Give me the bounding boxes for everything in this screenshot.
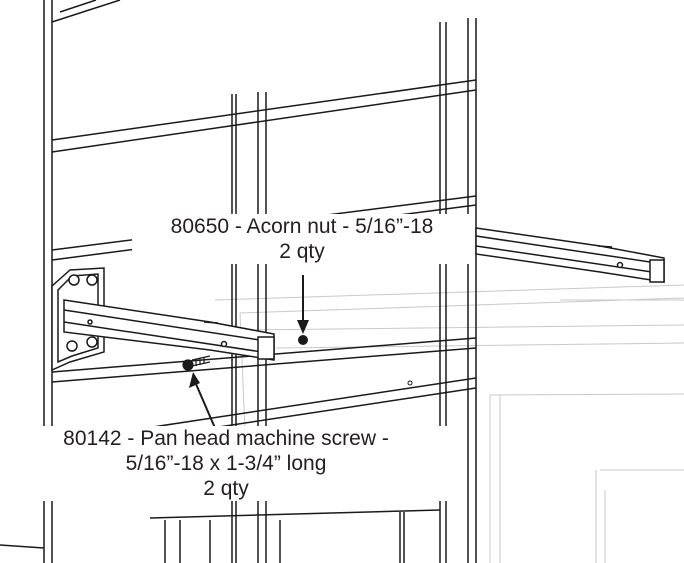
acorn-nut-leader-arrow [297, 275, 309, 334]
acorn-nut-callout: 80650 - Acorn nut - 5/16”-18 2 qty [132, 214, 472, 264]
acorn-nut-part-label: 80650 - Acorn nut - 5/16”-18 [170, 215, 434, 238]
machine-screw-callout: 80142 - Pan head machine screw - 5/16”-1… [2, 426, 450, 501]
acorn-nut-qty-label: 2 qty [279, 240, 325, 263]
machine-screw-size-label: 5/16”-18 x 1-3/4” long [125, 452, 327, 475]
background-structure [214, 284, 684, 563]
machine-screw-part-label: 80142 - Pan head machine screw - [63, 427, 389, 450]
machine-screw-part [182, 355, 211, 371]
machine-screw-leader-arrow [189, 372, 216, 429]
right-support-arm [475, 227, 665, 283]
acorn-nut-part [298, 335, 413, 386]
machine-screw-qty-label: 2 qty [203, 477, 249, 500]
left-support-arm [63, 299, 275, 361]
